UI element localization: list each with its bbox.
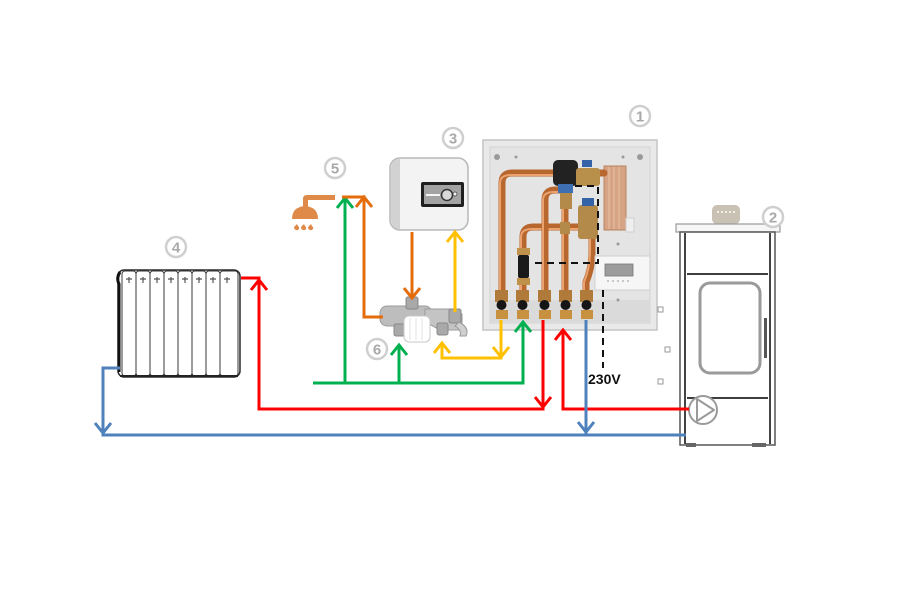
yellow-arrow-up-valve: [432, 340, 452, 354]
blue-arrow-down-panel: [576, 421, 596, 435]
label-mixing-valve-number: 6: [373, 342, 381, 359]
label-mixing-valve: 6: [365, 337, 389, 361]
thermostatic-mixing-valve: [379, 296, 468, 343]
outlet-valve: [516, 290, 529, 319]
label-panel-number: 1: [636, 109, 644, 126]
hydraulic-panel: [482, 139, 658, 331]
orange-arrow-down-valve: [402, 287, 422, 301]
outlet-valve: [538, 290, 551, 319]
green-arrow-up-mixing-valve: [389, 342, 409, 356]
label-stove: 2: [761, 205, 785, 229]
blue-pipe-radiator-return: [101, 366, 686, 437]
label-radiator-number: 4: [172, 240, 181, 257]
label-water-heater: 3: [441, 126, 465, 150]
flow-sensor: [518, 255, 529, 278]
shower-icon: [292, 195, 335, 231]
copper-pipes: [498, 169, 608, 304]
radiator: [116, 269, 241, 378]
green-pipe-cold-main: [313, 322, 525, 385]
stove-door-handle: [764, 318, 767, 358]
zone-valve-actuator: [553, 160, 578, 186]
stove-control-panel: [712, 205, 740, 224]
radiator-columns: [121, 270, 239, 377]
red-pipe-stove-to-panel: [561, 330, 689, 411]
red-arrow-down-panel: [533, 396, 553, 410]
outlet-valve: [495, 290, 508, 319]
label-panel: 1: [628, 104, 652, 128]
mixing-valve-knob: [403, 315, 431, 343]
label-shower-number: 5: [331, 161, 339, 178]
red-arrow-up-panel: [553, 327, 573, 341]
red-arrow-up-radiator: [249, 277, 269, 291]
valve-group: [553, 160, 600, 239]
orange-pipe-mixed-to-shower: [342, 195, 383, 319]
red-pipe-panel-to-radiator: [241, 276, 545, 411]
yellow-arrow-up-heater: [445, 229, 465, 243]
internal-wiring-dashed: [533, 185, 599, 264]
label-stove-number: 2: [769, 210, 777, 227]
heat-exchanger: [603, 165, 635, 233]
pellet-stove: [657, 205, 781, 447]
outlet-valve: [559, 290, 572, 319]
green-arrow-up-panel: [513, 319, 533, 333]
orange-arrow-up-shower: [354, 194, 374, 208]
water-heater: [389, 157, 469, 231]
circulation-pump-icon: [688, 395, 718, 425]
panel-controller: [594, 255, 651, 291]
outlet-valve: [580, 290, 593, 319]
label-radiator: 4: [164, 235, 188, 259]
label-water-heater-number: 3: [449, 131, 457, 148]
water-heater-knob-icon: [440, 188, 454, 202]
voltage-label: 230V: [588, 371, 621, 387]
yellow-arrow-down-panel: [491, 346, 511, 360]
blue-arrow-down-radiator: [93, 422, 113, 436]
radiator-top-connectors: [126, 277, 230, 283]
panel-outlet-valves: [495, 290, 593, 319]
label-shower: 5: [323, 156, 347, 180]
stove-door-window: [698, 281, 762, 375]
yellow-pipe-panel-to-valve: [440, 320, 503, 360]
